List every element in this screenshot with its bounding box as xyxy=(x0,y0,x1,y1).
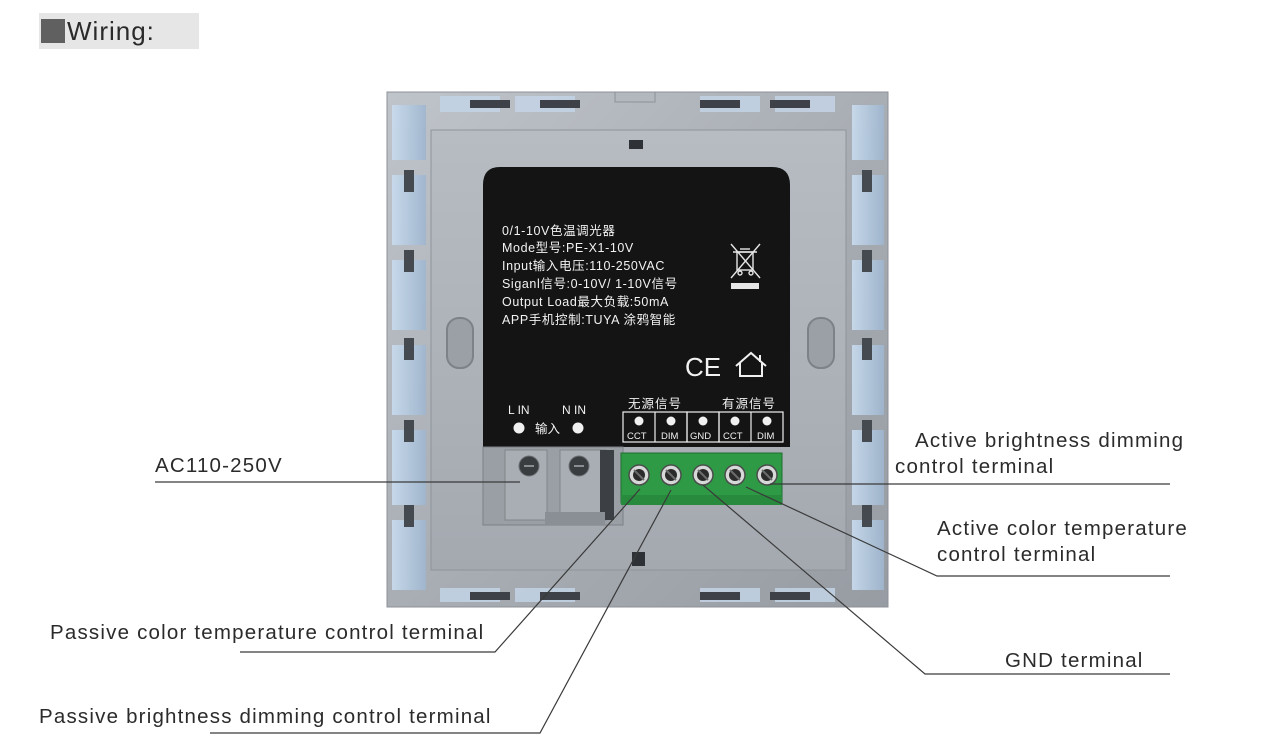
section-title: Wiring: xyxy=(67,15,155,46)
terminal-label-active-cct: CCT xyxy=(723,431,743,442)
callout-active-cct-line1: Active color temperature xyxy=(937,517,1188,540)
ac-input-terminal-block xyxy=(482,446,624,526)
indoor-house-icon xyxy=(735,351,767,377)
callout-active-cct-line2: control terminal xyxy=(937,543,1097,566)
terminal-label-active-dim: DIM xyxy=(757,431,775,442)
callout-passive-cct: Passive color temperature control termin… xyxy=(50,621,485,644)
terminal-label-passive-cct: CCT xyxy=(627,431,647,442)
label-line-signal: Siganl信号:0-10V/ 1-10V信号 xyxy=(502,277,678,291)
label-active-group: 有源信号 xyxy=(722,397,776,411)
terminal-label-passive-dim: DIM xyxy=(661,431,679,442)
callout-passive-dim: Passive brightness dimming control termi… xyxy=(39,705,492,728)
callout-active-dim-line2: control terminal xyxy=(895,455,1055,478)
leader-lines xyxy=(155,481,1170,734)
label-line-input: Input输入电压:110-250VAC xyxy=(502,258,665,273)
callout-ac-input: AC110-250V xyxy=(155,454,283,477)
label-line-model: Mode型号:PE-X1-10V xyxy=(502,241,634,255)
section-header: Wiring: xyxy=(39,13,199,49)
label-n-in: N IN xyxy=(562,403,586,417)
weee-bin-icon xyxy=(730,243,761,279)
signal-terminal-block xyxy=(620,452,783,505)
header-square-icon xyxy=(41,19,65,43)
label-line-app: APP手机控制:TUYA 涂鸦智能 xyxy=(502,312,676,327)
label-line-output: Output Load最大负载:50mA xyxy=(502,295,669,309)
label-l-in: L IN xyxy=(508,403,530,417)
callout-gnd: GND terminal xyxy=(1005,649,1144,672)
label-line-title: 0/1-10V色温调光器 xyxy=(502,223,615,238)
product-label xyxy=(483,167,790,447)
callout-active-dim-line1: Active brightness dimming xyxy=(915,429,1185,452)
label-input-caption: 输入 xyxy=(535,421,561,436)
label-passive-group: 无源信号 xyxy=(628,397,682,411)
ce-mark: CE xyxy=(685,352,721,382)
terminal-label-gnd: GND xyxy=(690,431,711,442)
